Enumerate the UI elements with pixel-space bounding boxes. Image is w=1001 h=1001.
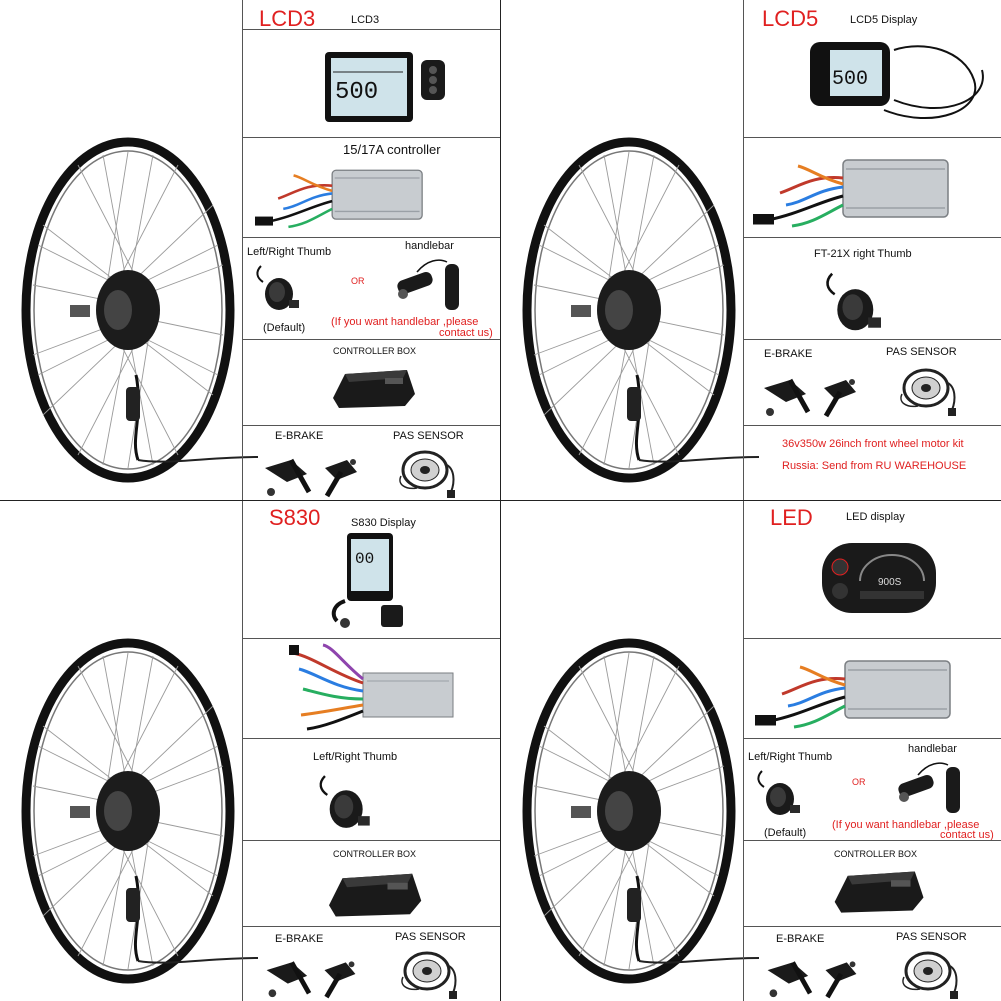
kit-subtitle: LCD5 Display	[850, 14, 918, 26]
pas-sensor-label: PAS SENSOR	[393, 430, 464, 442]
handlebar-note-line2: contact us)	[439, 327, 493, 339]
kit-panel-s830: S830 S830 Display 00	[0, 501, 500, 1001]
s830-display-image: 00	[331, 533, 403, 628]
kit-subtitle: LED display	[846, 511, 905, 523]
controller-box-cell: CONTROLLER BOX	[744, 841, 1001, 927]
lcd5-display-image: 500	[810, 42, 984, 119]
controller-box-label: CONTROLLER BOX	[333, 849, 417, 859]
lcd3-display-image: 500	[325, 52, 445, 122]
pas-sensor-image	[901, 951, 960, 1001]
kit-subtitle: S830 Display	[351, 517, 416, 529]
throttle-cell: Left/Right Thumb (Default) OR handlebar …	[744, 739, 1001, 841]
controller-image	[289, 643, 454, 731]
controller-cell	[744, 639, 1001, 739]
or-label: OR	[852, 777, 866, 787]
ebrake-label: E-BRAKE	[776, 933, 825, 945]
kit-subtitle: LCD3	[351, 14, 380, 26]
components-column: LCD3 LCD3 500 15/17A controller Left/Rig…	[242, 0, 500, 500]
display-digits: 500	[832, 68, 868, 91]
pas-sensor-image	[400, 951, 459, 1001]
ebrake-label: E-BRAKE	[275, 933, 324, 945]
pas-sensor-label: PAS SENSOR	[395, 931, 466, 943]
default-label: (Default)	[263, 322, 306, 334]
pas-sensor-label: PAS SENSOR	[886, 346, 957, 358]
pas-sensor-image	[899, 368, 958, 418]
thumb-label: FT-21X right Thumb	[814, 248, 912, 260]
brake-sensor-cell: E-BRAKE PAS SENSOR	[243, 426, 500, 500]
display-digits: 00	[355, 550, 374, 568]
controller-cell: 15/17A controller	[243, 138, 500, 238]
pas-sensor-label: PAS SENSOR	[896, 931, 967, 943]
handlebar-note-line1: (If you want handlebar ,please	[331, 316, 479, 328]
controller-image	[753, 659, 952, 729]
thumb-throttle-image	[757, 770, 801, 816]
led-display-image: 900S	[822, 543, 936, 613]
throttle-cell: Left/Right Thumb	[243, 739, 500, 841]
kit-panel-led: LED LED display 900S Left/Right Thumb (D…	[501, 501, 1001, 1001]
kit-panel-lcd5: LCD5 LCD5 Display 500 FT-21X right Thumb…	[501, 0, 1001, 500]
components-column: S830 S830 Display 00	[242, 501, 500, 1001]
vertical-divider	[500, 0, 501, 1001]
ebrake-image	[261, 442, 361, 500]
thumb-label: Left/Right Thumb	[313, 751, 398, 763]
or-label: OR	[351, 276, 365, 286]
kit-title: LCD3	[259, 6, 316, 30]
display-title-cell: LCD3 LCD3	[243, 0, 500, 30]
controller-box-image	[333, 370, 415, 408]
handlebar-throttle-image	[395, 259, 460, 311]
motor-wheel-image	[519, 125, 759, 495]
ebrake-label: E-BRAKE	[275, 430, 324, 442]
handlebar-label: handlebar	[908, 743, 957, 755]
thumb-label: Left/Right Thumb	[748, 751, 833, 763]
throttle-cell: FT-21X right Thumb	[744, 238, 1001, 340]
controller-box-image	[834, 871, 924, 913]
brake-sensor-cell: E-BRAKE PAS SENSOR	[744, 340, 1001, 426]
display-cell: LED LED display 900S	[744, 501, 1001, 639]
controller-image	[751, 158, 950, 228]
display-digits: 900S	[878, 577, 902, 588]
controller-cell	[243, 639, 500, 739]
handlebar-throttle-image	[896, 762, 961, 814]
handlebar-note-line1: (If you want handlebar ,please	[832, 819, 980, 831]
ebrake-image	[760, 362, 860, 420]
kit-note-cell: 36v350w 26inch front wheel motor kit Rus…	[744, 426, 1001, 500]
thumb-throttle-image	[256, 265, 300, 311]
controller-box-image	[329, 873, 422, 917]
controller-box-cell: CONTROLLER BOX	[243, 340, 500, 426]
controller-box-label: CONTROLLER BOX	[333, 346, 417, 356]
motor-wheel-image	[18, 626, 258, 996]
controller-box-cell: CONTROLLER BOX	[243, 841, 500, 927]
components-column: LED LED display 900S Left/Right Thumb (D…	[743, 501, 1001, 1001]
thumb-label: Left/Right Thumb	[247, 246, 332, 258]
kit-title: S830	[269, 505, 321, 530]
kit-note-line2: Russia: Send from RU WAREHOUSE	[782, 460, 967, 472]
display-cell: LCD5 LCD5 Display 500	[744, 0, 1001, 138]
controller-cell	[744, 138, 1001, 238]
default-label: (Default)	[764, 827, 807, 839]
display-cell: S830 S830 Display 00	[243, 501, 500, 639]
controller-box-label: CONTROLLER BOX	[834, 849, 918, 859]
handlebar-label: handlebar	[405, 240, 454, 252]
controller-label: 15/17A controller	[343, 142, 441, 157]
throttle-cell: Left/Right Thumb (Default) OR handlebar …	[243, 238, 500, 340]
kit-title: LCD5	[762, 6, 819, 31]
kit-title: LED	[770, 505, 813, 530]
motor-wheel-image	[519, 626, 759, 996]
components-column: LCD5 LCD5 Display 500 FT-21X right Thumb…	[743, 0, 1001, 500]
handlebar-note-line2: contact us)	[940, 829, 994, 841]
kit-note-line1: 36v350w 26inch front wheel motor kit	[782, 438, 964, 450]
pas-sensor-image	[398, 450, 457, 500]
ebrake-image	[261, 945, 361, 1001]
kit-panel-lcd3: LCD3 LCD3 500 15/17A controller Left/Rig…	[0, 0, 500, 500]
display-cell: 500	[243, 30, 500, 138]
brake-sensor-cell: E-BRAKE PAS SENSOR	[243, 927, 500, 1001]
brake-sensor-cell: E-BRAKE PAS SENSOR	[744, 927, 1001, 1001]
controller-image	[255, 169, 424, 229]
display-digits: 500	[335, 79, 378, 106]
thumb-throttle-image	[826, 272, 883, 332]
ebrake-image	[762, 945, 862, 1001]
ebrake-label: E-BRAKE	[764, 348, 813, 360]
thumb-throttle-image	[319, 774, 371, 830]
motor-wheel-image	[18, 125, 258, 495]
